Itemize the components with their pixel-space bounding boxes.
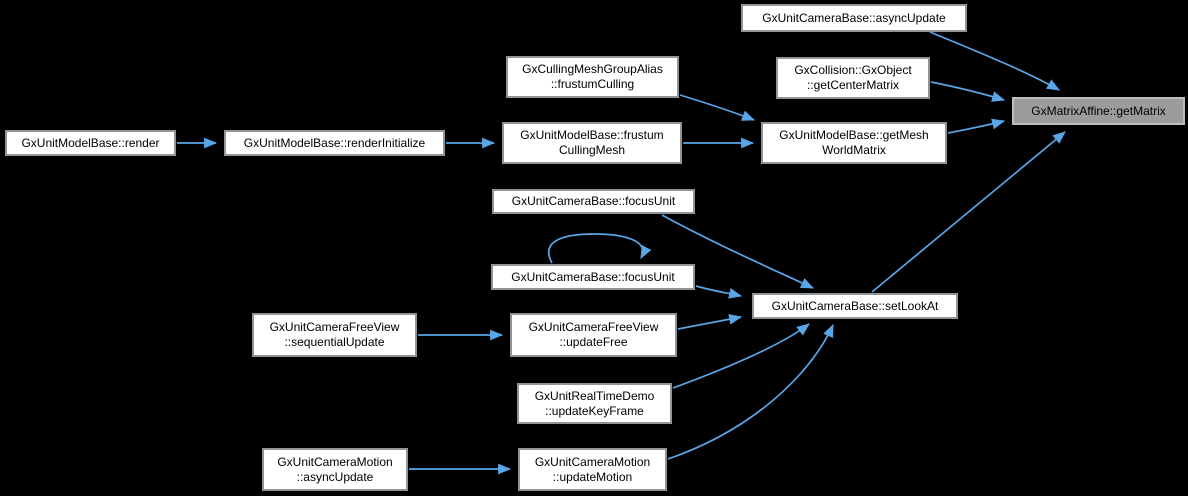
node-render-initialize[interactable]: GxUnitModelBase::renderInitialize <box>224 130 445 156</box>
node-label-line2: ::updateMotion <box>552 469 633 484</box>
node-get-mesh-world-matrix[interactable]: GxUnitModelBase::getMesh WorldMatrix <box>761 122 947 164</box>
node-label-line2: ::asyncUpdate <box>296 469 374 484</box>
node-label: GxUnitModelBase::renderInitialize <box>243 135 426 150</box>
node-label-line1: GxUnitCameraMotion <box>534 454 651 469</box>
node-label: GxUnitCameraBase::asyncUpdate <box>762 10 946 25</box>
node-label-line2: WorldMatrix <box>822 143 886 157</box>
node-focus-unit-b[interactable]: GxUnitCameraBase::focusUnit <box>491 264 695 290</box>
node-get-matrix: GxMatrixAffine::getMatrix <box>1012 97 1185 125</box>
node-label-line2: ::updateFree <box>559 335 628 349</box>
edge-setLookAt-to-getMatrix <box>871 131 1066 293</box>
edge-getMeshWorldMatrix-to-getMatrix <box>947 118 1006 134</box>
node-focus-unit-a[interactable]: GxUnitCameraBase::focusUnit <box>492 189 695 214</box>
node-label: GxUnitCameraBase::setLookAt <box>771 298 939 313</box>
node-label-line2: ::updateKeyFrame <box>545 403 644 418</box>
node-label-line1: GxCollision::GxObject <box>794 63 912 77</box>
node-label-line2: ::sequentialUpdate <box>284 335 385 349</box>
node-motion-async-update[interactable]: GxUnitCameraMotion ::asyncUpdate <box>262 448 408 491</box>
node-label-line1: GxUnitCameraFreeView <box>269 320 400 334</box>
edge-updateKeyFrame-to-setLookAt <box>672 323 810 389</box>
node-label: GxMatrixAffine::getMatrix <box>1031 103 1166 118</box>
node-get-center-matrix[interactable]: GxCollision::GxObject ::getCenterMatrix <box>776 57 930 99</box>
node-label: GxUnitModelBase::render <box>21 135 160 150</box>
edge-cullingMeshGroupAlias-to-getMeshWorldMatrix <box>679 94 756 121</box>
node-camera-async-update[interactable]: GxUnitCameraBase::asyncUpdate <box>741 4 967 32</box>
node-update-free[interactable]: GxUnitCameraFreeView ::updateFree <box>510 313 677 357</box>
node-label: GxUnitCameraBase::focusUnit <box>511 194 676 208</box>
node-label-line1: GxUnitModelBase::getMesh <box>779 128 929 142</box>
node-label-line2: ::getCenterMatrix <box>806 78 900 92</box>
node-label-line1: GxCullingMeshGroupAlias <box>522 62 663 76</box>
node-label-line1: GxUnitCameraMotion <box>277 454 393 469</box>
node-label-line2: ::frustumCulling <box>550 77 635 91</box>
node-update-key-frame[interactable]: GxUnitRealTimeDemo ::updateKeyFrame <box>517 383 672 424</box>
node-label: GxUnitCameraBase::focusUnit <box>511 269 675 284</box>
edge-cameraAsyncUpdate-to-getMatrix <box>929 31 1060 91</box>
node-update-motion[interactable]: GxUnitCameraMotion ::updateMotion <box>518 448 667 491</box>
node-label-line1: GxUnitModelBase::frustum <box>520 128 664 142</box>
edge-focusUnitA-to-setLookAt <box>661 214 814 289</box>
node-label-line1: GxUnitCameraFreeView <box>528 320 659 334</box>
node-frustum-culling-alias[interactable]: GxCullingMeshGroupAlias ::frustumCulling <box>506 56 679 98</box>
edge-getCenterMatrix-to-getMatrix <box>930 81 1006 102</box>
node-render[interactable]: GxUnitModelBase::render <box>5 130 176 156</box>
node-label-line1: GxUnitRealTimeDemo <box>534 388 655 403</box>
node-set-look-at[interactable]: GxUnitCameraBase::setLookAt <box>752 293 958 319</box>
node-frustum-culling-mesh[interactable]: GxUnitModelBase::frustum CullingMesh <box>502 122 682 164</box>
edge-focusUnitB-self-loop <box>548 233 652 264</box>
node-label-line2: CullingMesh <box>558 143 626 157</box>
edge-updateMotion-to-setLookAt <box>667 324 834 460</box>
edge-updateFree-to-setLookAt <box>677 314 743 330</box>
node-sequential-update[interactable]: GxUnitCameraFreeView ::sequentialUpdate <box>252 313 417 357</box>
edge-focusUnitB-to-setLookAt <box>695 285 743 299</box>
